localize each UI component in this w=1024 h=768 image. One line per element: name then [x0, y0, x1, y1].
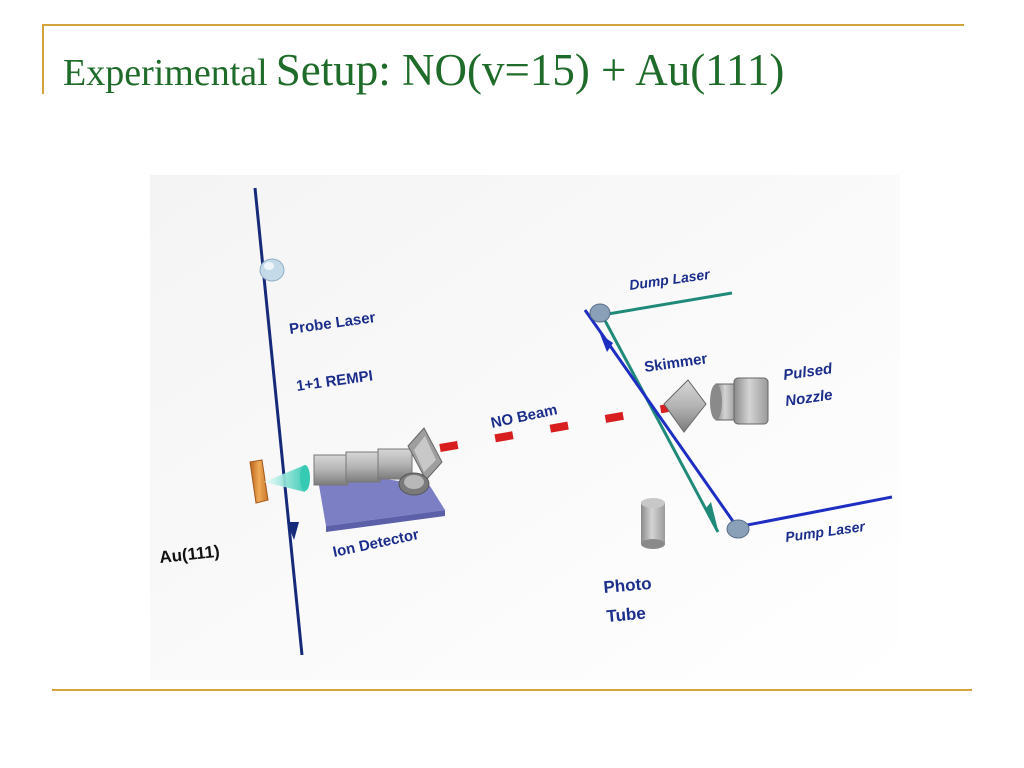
- pump-laser-mirror: [726, 519, 750, 539]
- title-accent-vertical-rule: [42, 24, 44, 94]
- dump-laser-arrow: [706, 502, 718, 530]
- pulsed-nozzle: [710, 377, 769, 425]
- no-beam: [439, 404, 669, 452]
- ion-detector: [313, 427, 443, 496]
- ionization-cone: [264, 465, 305, 492]
- photo-tube-label-line2: Tube: [606, 604, 647, 626]
- probe-laser-lens: [259, 258, 285, 282]
- title-accent-horizontal-rule: [42, 24, 964, 26]
- photo-tube: [641, 498, 665, 549]
- dump-laser-mirror: [589, 303, 611, 323]
- footer-accent-rule: [52, 689, 972, 691]
- slide-title-part2: Setup: NO(v=15) + Au(111): [275, 45, 785, 95]
- au-crystal: [249, 459, 269, 504]
- pump-laser-arrow: [600, 334, 613, 352]
- slide-title-part1: Experimental: [63, 52, 268, 94]
- pulsed-nozzle-label-line2: Nozzle: [784, 387, 833, 410]
- setup-svg: Probe Laser 1+1 REMPI NO Beam Dump Laser…: [150, 175, 900, 680]
- pulsed-nozzle-label-line1: Pulsed: [782, 360, 834, 384]
- photo-tube-label-line1: Photo: [603, 574, 653, 597]
- skimmer: [663, 379, 707, 433]
- probe-laser-arrow: [287, 522, 299, 540]
- experimental-setup-diagram: Probe Laser 1+1 REMPI NO Beam Dump Laser…: [150, 175, 900, 680]
- slide-title: Experimental Setup: NO(v=15) + Au(111): [63, 48, 784, 93]
